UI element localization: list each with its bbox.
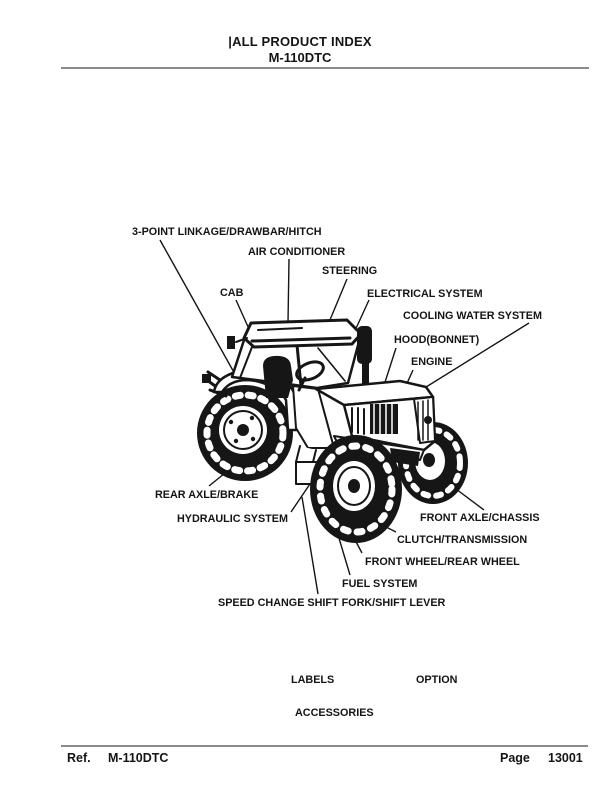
callout-3-point-linkage[interactable]: 3-POINT LINKAGE/DRAWBAR/HITCH bbox=[132, 226, 322, 238]
callout-air-conditioner[interactable]: AIR CONDITIONER bbox=[248, 246, 346, 258]
index-link-accessories[interactable]: ACCESSORIES bbox=[295, 707, 374, 719]
callout-cooling-water-system[interactable]: COOLING WATER SYSTEM bbox=[403, 310, 542, 322]
callout-rear-axle-brake[interactable]: REAR AXLE/BRAKE bbox=[155, 489, 259, 501]
leader-line-cab bbox=[235, 299, 250, 330]
leader-line-3-point-linkage bbox=[159, 239, 237, 377]
callout-hood-bonnet[interactable]: HOOD(BONNET) bbox=[394, 334, 480, 346]
leader-line-speed-change-shift-fork bbox=[301, 496, 319, 595]
leader-line-cooling-water-system bbox=[409, 322, 530, 398]
callout-cab[interactable]: CAB bbox=[220, 287, 244, 299]
footer-divider bbox=[61, 745, 588, 747]
callout-electrical-system[interactable]: ELECTRICAL SYSTEM bbox=[367, 288, 483, 300]
callout-hydraulic-system[interactable]: HYDRAULIC SYSTEM bbox=[177, 513, 288, 525]
index-link-option[interactable]: OPTION bbox=[416, 674, 458, 686]
page-title: |ALL PRODUCT INDEX bbox=[228, 34, 372, 49]
footer-page-value: 13001 bbox=[548, 751, 583, 765]
callout-front-wheel-rear-wheel[interactable]: FRONT WHEEL/REAR WHEEL bbox=[365, 556, 520, 568]
index-link-labels[interactable]: LABELS bbox=[291, 674, 335, 686]
callout-engine[interactable]: ENGINE bbox=[411, 356, 453, 368]
callout-clutch-transmission[interactable]: CLUTCH/TRANSMISSION bbox=[397, 534, 528, 546]
leader-line-air-conditioner bbox=[287, 258, 290, 324]
model-title: M-110DTC bbox=[268, 50, 332, 65]
footer-ref-label: Ref. bbox=[67, 751, 91, 765]
callout-front-axle-chassis[interactable]: FRONT AXLE/CHASSIS bbox=[420, 512, 540, 524]
callout-speed-change-shift-fork[interactable]: SPEED CHANGE SHIFT FORK/SHIFT LEVER bbox=[218, 597, 446, 609]
footer-page-label: Page bbox=[500, 751, 530, 765]
callout-steering[interactable]: STEERING bbox=[322, 265, 378, 277]
footer-ref-value: M-110DTC bbox=[108, 751, 169, 765]
header-divider bbox=[61, 67, 589, 69]
page-header: |ALL PRODUCT INDEX M-110DTC bbox=[0, 34, 600, 65]
tractor-art bbox=[197, 318, 468, 543]
callout-fuel-system[interactable]: FUEL SYSTEM bbox=[342, 578, 418, 590]
